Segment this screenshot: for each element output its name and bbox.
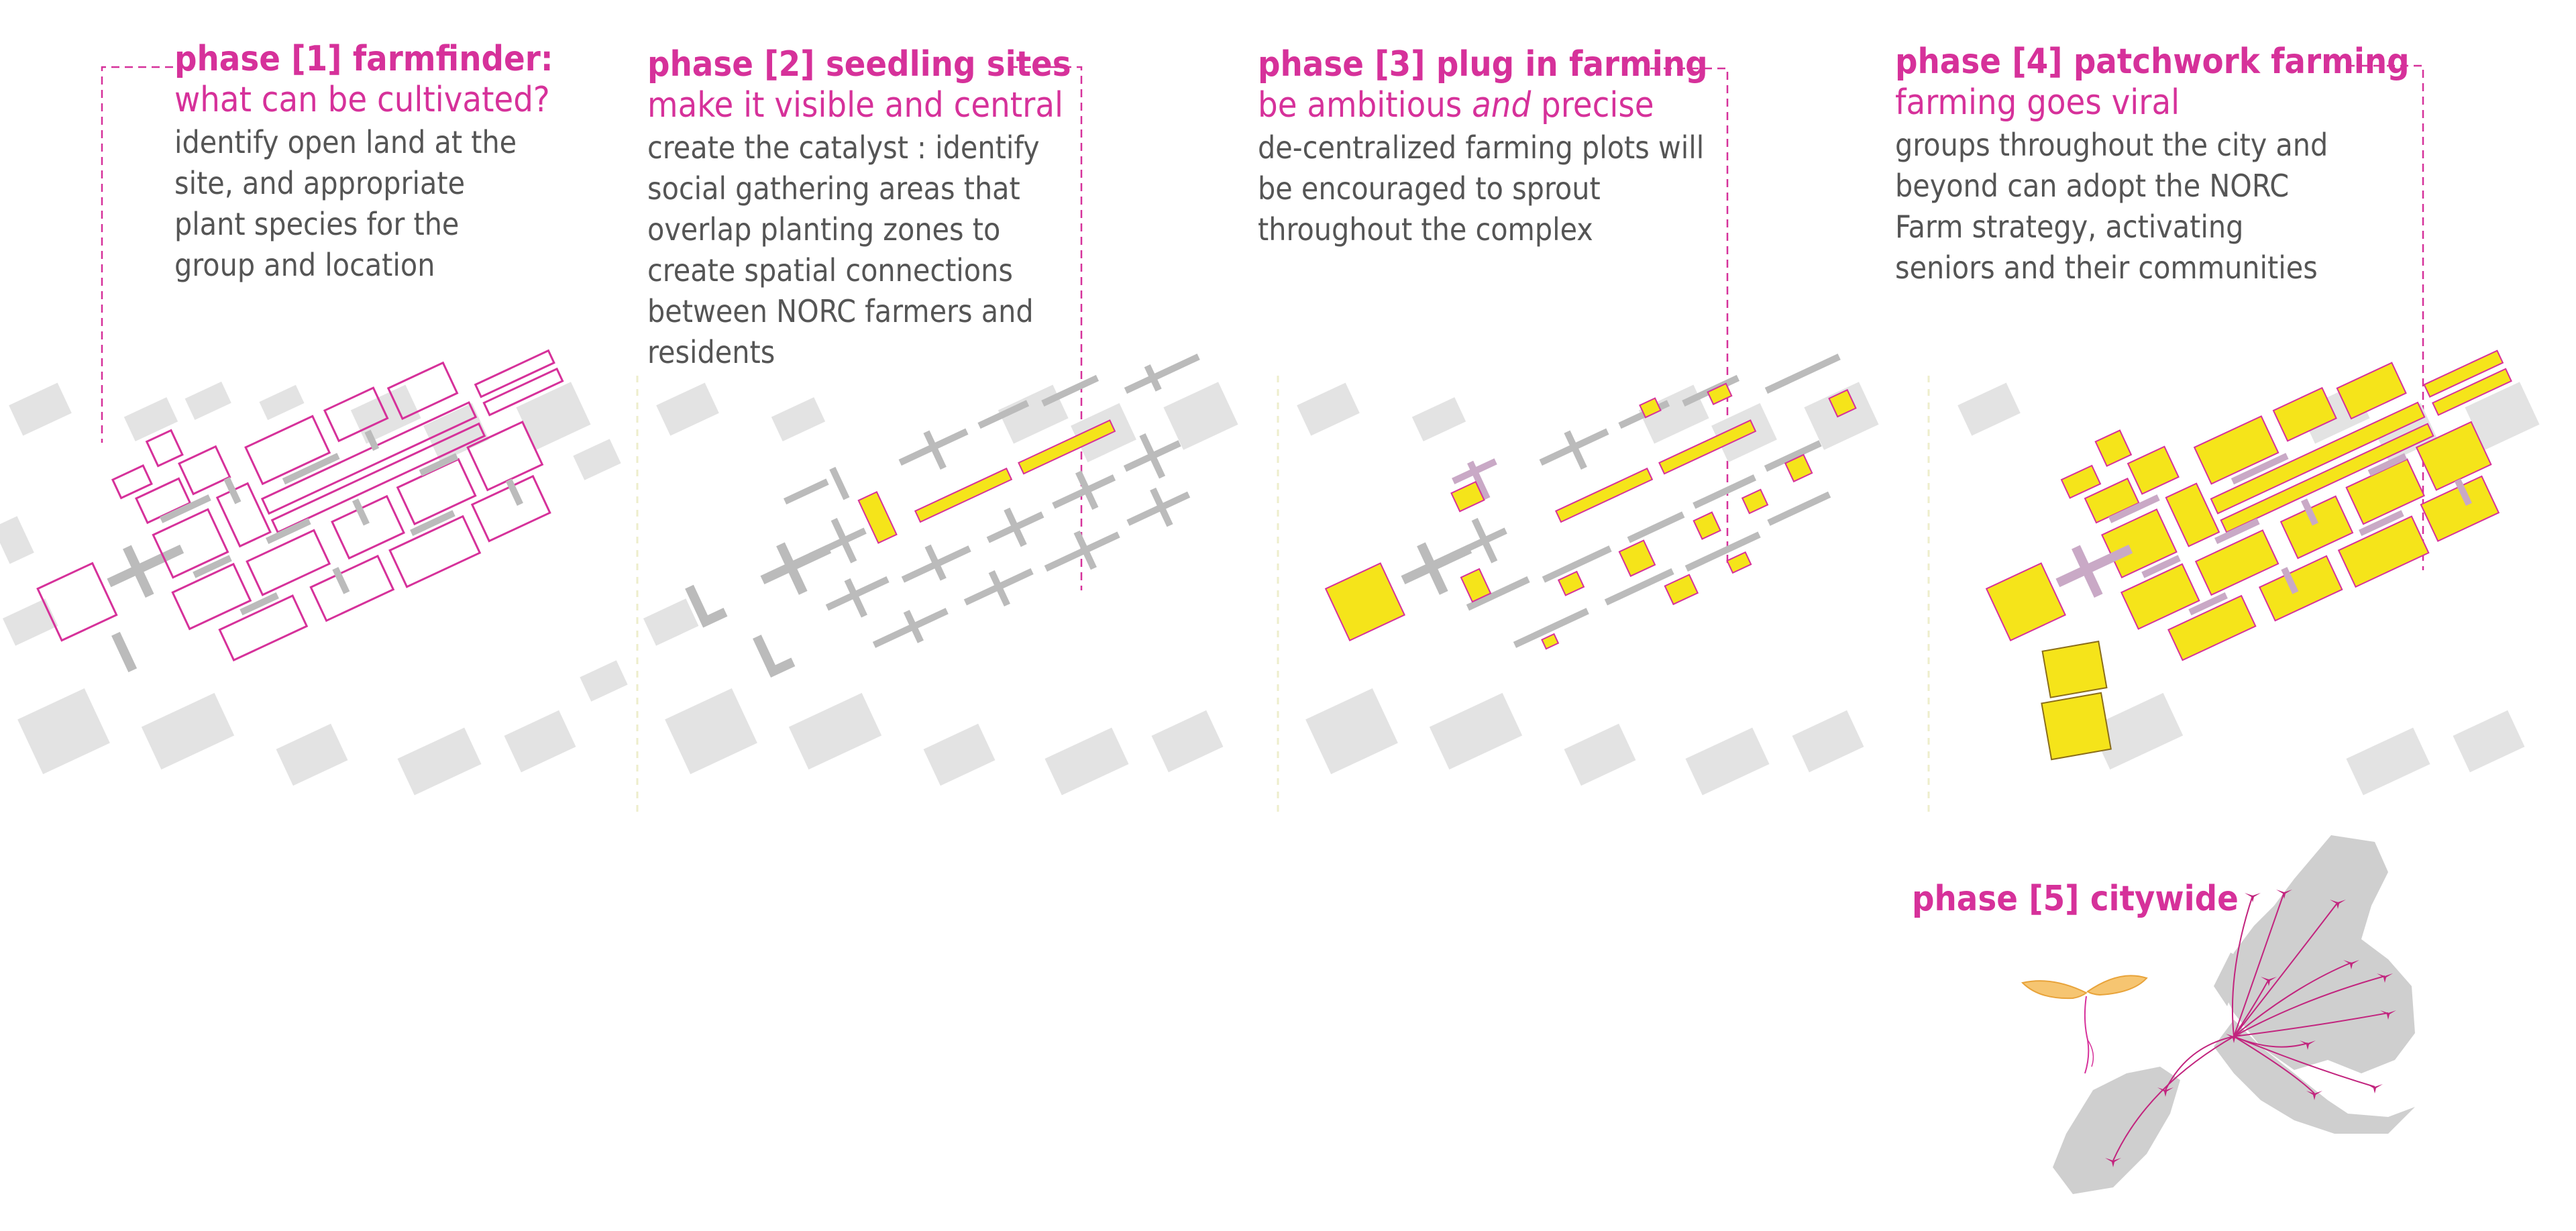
site-plan-phase-3 bbox=[1297, 354, 1879, 796]
phase-1-title: phase [1] farmfinder: bbox=[174, 39, 553, 79]
citywide-map bbox=[2053, 835, 2415, 1194]
leader-lines bbox=[101, 64, 2424, 590]
buildings bbox=[685, 354, 1200, 678]
phase-3-body: de-centralized farming plots will be enc… bbox=[1258, 127, 1708, 250]
farm-marker-icon bbox=[2330, 900, 2346, 909]
farmer-buildings bbox=[1452, 458, 1497, 500]
phase-1-body-line: group and location bbox=[174, 247, 435, 283]
farmable-land-outlines bbox=[111, 349, 564, 662]
plot-outline bbox=[36, 561, 118, 642]
phase-2-body: create the catalyst : identify social ga… bbox=[647, 127, 1071, 373]
site-plan-phase-4 bbox=[1957, 350, 2540, 796]
phase-2-body-line: between NORC farmers and bbox=[647, 293, 1034, 329]
panel-dividers bbox=[636, 376, 1930, 818]
phase-3-title: phase [3] plug in farming bbox=[1258, 44, 1708, 85]
context-buildings bbox=[643, 382, 1238, 796]
farm-marker-icon bbox=[2306, 1091, 2322, 1100]
phase-2-body-line: create the catalyst : identify bbox=[647, 129, 1040, 166]
seedling-sprout-icon bbox=[2021, 975, 2148, 1074]
phase-3-body-line: throughout the complex bbox=[1258, 211, 1593, 248]
site-plan-phase-2 bbox=[643, 354, 1238, 796]
phase-1-body-line: identify open land at the bbox=[174, 124, 517, 160]
leader-line-1 bbox=[101, 66, 173, 443]
farm-marker-icon bbox=[2343, 960, 2359, 969]
leader-line-2 bbox=[1010, 66, 1083, 590]
phase-3-subtitle-post: precise bbox=[1531, 85, 1654, 125]
nyc-map-icon bbox=[2053, 835, 2415, 1194]
phase-4-title: phase [4] patchwork farming bbox=[1895, 42, 2410, 82]
farm-marker-icon bbox=[2157, 1087, 2174, 1097]
seedling-sites bbox=[857, 419, 1116, 544]
farm-marker-icon bbox=[2380, 1010, 2396, 1020]
phase-1-subtitle: what can be cultivated? bbox=[174, 80, 550, 120]
phase-1-body: identify open land at the site, and appr… bbox=[174, 122, 553, 286]
phase-3-body-line: de-centralized farming plots will bbox=[1258, 129, 1705, 166]
phase-4-subtitle: farming goes viral bbox=[1895, 83, 2180, 123]
phase-3-text: phase [3] plug in farming be ambitious a… bbox=[1258, 44, 1708, 250]
phase-2-text: phase [2] seedling sites make it visible… bbox=[647, 44, 1071, 373]
spread-lines bbox=[2112, 892, 2389, 1161]
bronx-queens-shape bbox=[2220, 835, 2415, 1073]
phase-4-body: groups throughout the city and beyond ca… bbox=[1895, 125, 2410, 288]
farm-marker-icon bbox=[2105, 1158, 2121, 1167]
phase-2-body-line: social gathering areas that bbox=[647, 170, 1020, 207]
farm-marker-icon bbox=[2276, 890, 2292, 899]
context-buildings bbox=[0, 381, 628, 796]
farm-marker-icon bbox=[2300, 1040, 2316, 1050]
phase-2-title: phase [2] seedling sites bbox=[647, 44, 1071, 85]
phase-4-text: phase [4] patchwork farming farming goes… bbox=[1895, 42, 2410, 288]
large-farm-plots bbox=[2041, 640, 2112, 761]
farm-marker-icon bbox=[2367, 1084, 2383, 1093]
phase-3-body-line: be encouraged to sprout bbox=[1258, 170, 1601, 207]
site-plan-phase-1 bbox=[0, 349, 628, 796]
phase-2-body-line: overlap planting zones to bbox=[647, 211, 1001, 248]
manhattan-shape bbox=[2214, 953, 2244, 1006]
phase-5-text: phase [5] citywide bbox=[1912, 879, 2239, 919]
farm-plots bbox=[1450, 382, 1857, 650]
farm-marker-icon bbox=[2261, 977, 2277, 986]
phase-4-body-line: Farm strategy, activating bbox=[1895, 209, 2244, 245]
phase-4-body-line: groups throughout the city and bbox=[1895, 127, 2328, 163]
farm-marker-icon bbox=[2226, 1034, 2242, 1043]
phase-1-text: phase [1] farmfinder: what can be cultiv… bbox=[174, 39, 553, 286]
phase-1-body-line: site, and appropriate bbox=[174, 165, 466, 201]
phase-5-title: phase [5] citywide bbox=[1912, 879, 2239, 919]
phase-4-body-line: beyond can adopt the NORC bbox=[1895, 168, 2290, 204]
leader-line-3 bbox=[1650, 67, 1729, 564]
phase-4-body-line: seniors and their communities bbox=[1895, 250, 2318, 286]
phase-2-body-line: create spatial connections bbox=[647, 252, 1013, 288]
phase-3-subtitle: be ambitious and precise bbox=[1258, 85, 1708, 126]
phase-1-body-line: plant species for the bbox=[174, 206, 460, 242]
phase-2-subtitle: make it visible and central bbox=[647, 85, 1063, 125]
phase-3-subtitle-pre: be ambitious bbox=[1258, 85, 1472, 125]
farmer-buildings bbox=[2055, 453, 2472, 616]
farm-markers bbox=[2105, 890, 2396, 1167]
patchwork-farm-plots bbox=[2060, 350, 2512, 661]
phase-3-subtitle-em: and bbox=[1472, 85, 1532, 125]
phase-2-body-line: residents bbox=[647, 334, 775, 370]
staten-island-shape bbox=[2053, 1067, 2180, 1194]
building-footprints bbox=[160, 429, 523, 616]
farm-marker-icon bbox=[2245, 893, 2261, 902]
buildings bbox=[107, 544, 184, 673]
farm-marker-icon bbox=[2377, 973, 2393, 983]
farm-plot bbox=[1324, 562, 1405, 642]
buildings bbox=[1401, 354, 1841, 648]
farm-plot bbox=[1985, 562, 2066, 642]
